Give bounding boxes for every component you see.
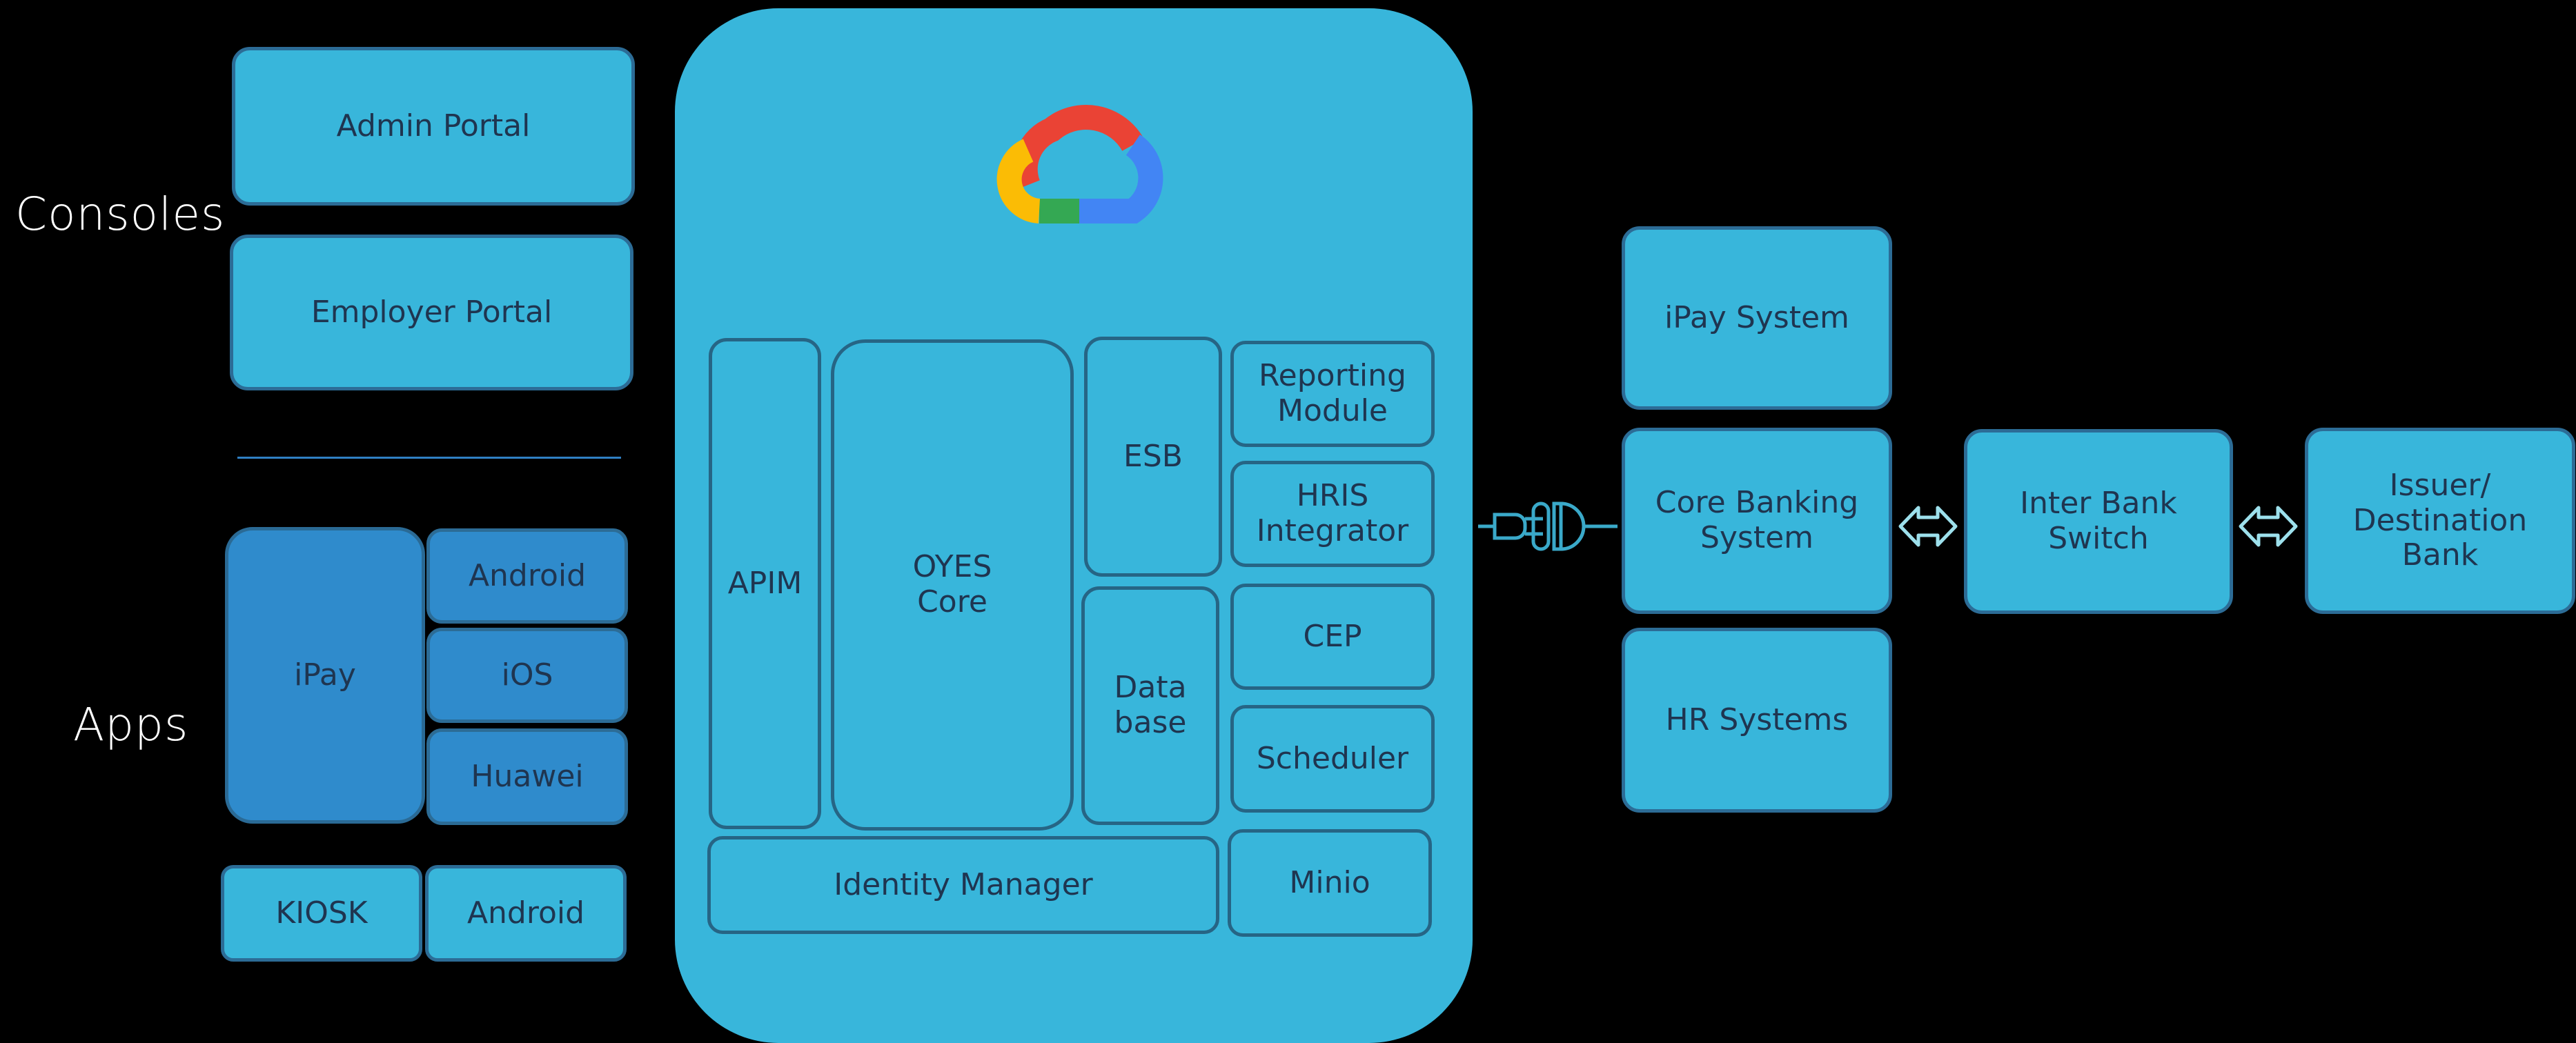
admin-portal-box[interactable]: Admin Portal [232,47,635,206]
employer-portal-box[interactable]: Employer Portal [230,235,633,390]
apim-box[interactable]: APIM [709,338,821,829]
plug-socket-icon [1478,501,1618,551]
android-app-box[interactable]: Android [426,528,628,624]
inter-bank-switch-box[interactable]: Inter Bank Switch [1964,429,2233,614]
esb-box[interactable]: ESB [1084,337,1222,577]
hris-integrator-box[interactable]: HRIS Integrator [1230,461,1435,567]
double-arrow-icon-switch-to-bank [2239,506,2298,547]
core-banking-system-box[interactable]: Core Banking System [1622,428,1892,614]
oyes-core-box[interactable]: OYES Core [831,339,1074,831]
issuer-destination-bank-box[interactable]: Issuer/ Destination Bank [2305,428,2575,614]
cep-box[interactable]: CEP [1230,584,1435,690]
kiosk-box[interactable]: KIOSK [221,865,422,962]
hr-systems-box[interactable]: HR Systems [1622,628,1892,813]
ipay-app-box[interactable]: iPay [225,527,425,824]
double-arrow-icon-core-to-switch [1898,506,1958,547]
ios-app-box[interactable]: iOS [426,628,628,723]
scheduler-box[interactable]: Scheduler [1230,705,1435,813]
consoles-apps-divider [237,457,621,459]
ipay-system-box[interactable]: iPay System [1622,226,1892,410]
huawei-app-box[interactable]: Huawei [426,728,628,825]
apps-label: Apps [73,698,189,751]
google-cloud-logo-icon [996,105,1163,223]
reporting-module-box[interactable]: Reporting Module [1230,341,1435,447]
consoles-label: Consoles [15,188,226,241]
kiosk-android-box[interactable]: Android [425,865,627,962]
minio-box[interactable]: Minio [1228,829,1432,937]
database-box[interactable]: Data base [1081,586,1219,825]
identity-manager-box[interactable]: Identity Manager [707,836,1219,934]
